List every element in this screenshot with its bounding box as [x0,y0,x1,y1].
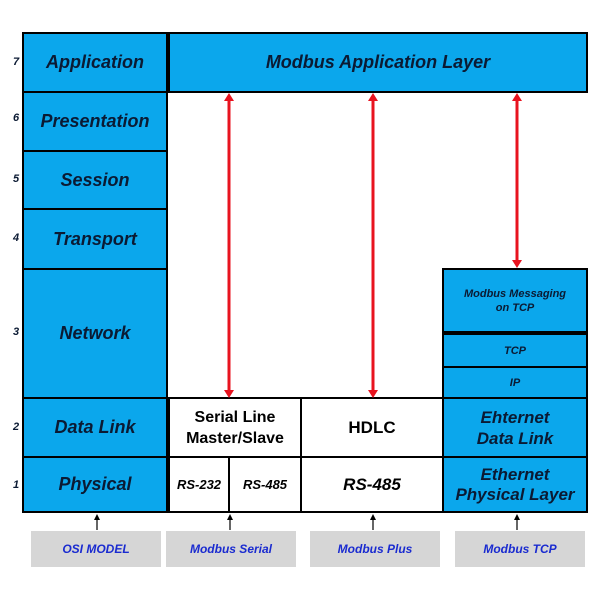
layer-number-1: 1 [12,479,20,491]
modbus-tcp-label: Modbus TCP [455,531,585,567]
modbus-messaging-on-tcp: Modbus Messaging on TCP [442,268,588,333]
osi-layer-physical: Physical [22,456,168,513]
layer-number-3: 3 [12,326,20,338]
modbus-serial-label: Modbus Serial [166,531,296,567]
layer-number-2: 2 [12,421,20,433]
ethernet-physical-layer: Ethernet Physical Layer [442,456,588,513]
osi-model-label: OSI MODEL [31,531,161,567]
serial-rs-485: RS-485 [228,456,302,513]
layer-number-4: 4 [12,232,20,244]
osi-layer-data-link: Data Link [22,397,168,458]
osi-layer-presentation: Presentation [22,91,168,152]
hdlc: HDLC [300,397,444,458]
layer-number-6: 6 [12,112,20,124]
layer-number-7: 7 [12,56,20,68]
rs-232: RS-232 [168,456,230,513]
modbus-application-layer: Modbus Application Layer [168,32,588,93]
modbus-plus-label: Modbus Plus [310,531,440,567]
osi-layer-transport: Transport [22,208,168,270]
plus-rs-485: RS-485 [300,456,444,513]
layer-number-5: 5 [12,173,20,185]
ip-layer: IP [442,366,588,399]
